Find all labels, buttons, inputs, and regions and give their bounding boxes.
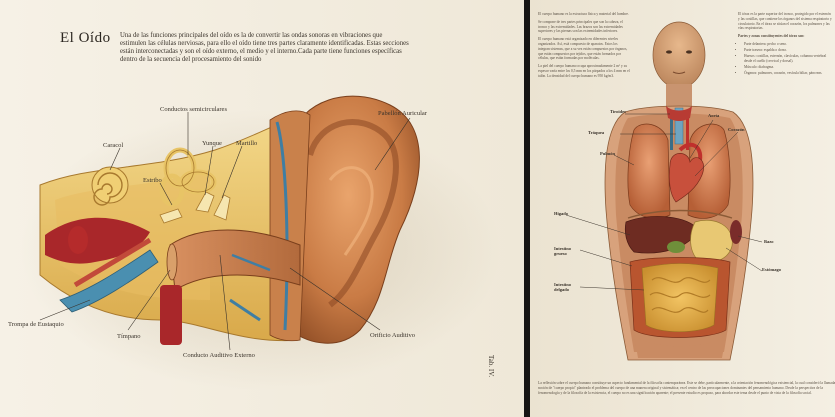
label-corazon: Corazón [728,127,745,132]
label-tiroides: Tiroides [610,109,626,114]
vessel-red [160,285,182,345]
footer-text: La reflexión sobre el cuerpo humano cons… [538,381,835,395]
label-traquea: Tráquea [588,130,604,135]
label-martillo: Martillo [236,140,257,147]
left-eye [666,50,672,53]
gallbladder [667,241,685,253]
label-timpano: Tímpano [117,333,140,340]
label-intestino-grueso: Intestino grueso [554,246,580,256]
label-pabellon-auricular: Pabellón Auricular [378,110,427,117]
label-trompa-eustaquio: Trompa de Eustaquio [8,321,64,328]
torso-illustration [530,0,835,417]
ear-illustration [0,0,524,417]
tab-label: Tab. IV. [487,355,495,377]
label-intestino-delgado: Intestino delgado [554,282,580,292]
label-conducto-auditivo: Conducto Auditivo Externo [183,352,255,359]
label-estribo: Estribo [143,177,162,184]
vessel-dot [68,226,88,254]
label-bazo: Bazo [764,239,774,244]
small-intestine [642,264,718,332]
label-caracol: Caracol [103,142,123,149]
label-yunque: Yunque [202,140,222,147]
label-orificio-auditivo: Orificio Auditivo [370,332,415,339]
head [653,22,705,88]
eardrum [167,244,177,280]
label-pulmon: Pulmón [600,151,615,156]
label-estomago: Estómago [762,267,781,272]
label-conductos-semicirculares: Conductos semicirculares [160,106,227,113]
left-lung [628,124,670,218]
right-eye [686,50,692,53]
spleen [730,220,742,244]
label-higado: Hígado [554,211,568,216]
label-aorta: Aorta [708,113,719,118]
anatomy-page: El cuerpo humano es la estructura física… [530,0,835,417]
ear-page: El Oído Una de las funciones principales… [0,0,524,417]
